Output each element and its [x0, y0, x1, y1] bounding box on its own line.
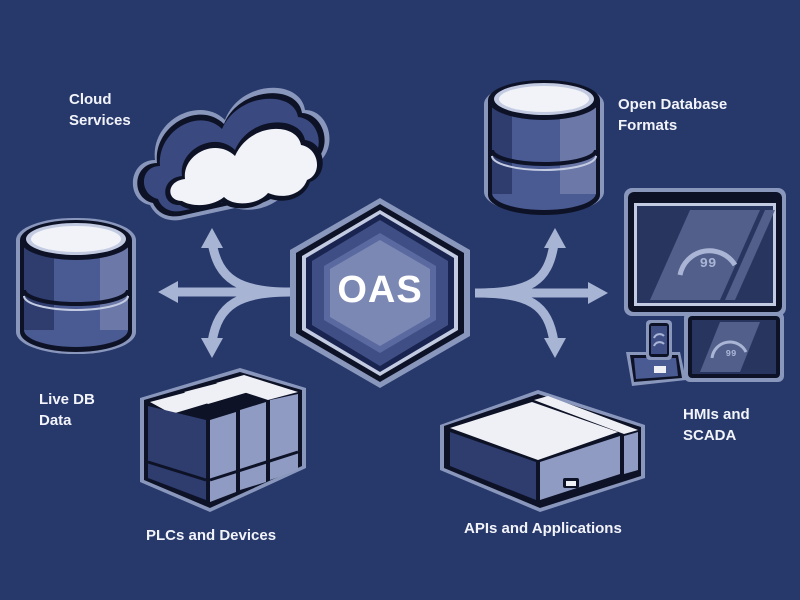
label-line: Cloud — [69, 91, 112, 108]
plc-rack-icon — [140, 368, 306, 512]
label-open-database-formats: Open Database Formats — [618, 94, 727, 136]
arrowhead-down-left — [201, 338, 223, 358]
cloud-icon — [132, 87, 330, 221]
label-live-db-data: Live DB Data — [39, 389, 95, 431]
label-hmis-scada: HMIs and SCADA — [683, 404, 750, 446]
label-cloud-services: Cloud Services — [69, 89, 131, 131]
database-icon-live-db — [16, 218, 136, 354]
hmi-tablet-gauge-value: 99 — [726, 349, 737, 359]
arrow-left-down — [207, 287, 291, 343]
arrowheads-right — [544, 228, 608, 358]
hub-label: OAS — [337, 269, 423, 311]
label-line: APIs and Applications — [464, 520, 622, 537]
arrow-left-up — [207, 241, 291, 297]
label-plcs-devices: PLCs and Devices — [146, 525, 276, 546]
label-line: SCADA — [683, 427, 737, 444]
label-line: Services — [69, 112, 131, 129]
hexagon-hub-icon — [290, 198, 470, 388]
arrow-right-down — [474, 288, 559, 343]
hmi-gauge-value: 99 — [700, 256, 717, 272]
label-line: Open Database — [618, 96, 728, 113]
label-line: Data — [39, 412, 72, 429]
arrowhead-right — [588, 282, 608, 304]
arrowheads-left — [158, 228, 223, 358]
arrows-left — [172, 241, 291, 343]
database-icon-open-formats — [484, 80, 604, 215]
arrowhead-up-right — [544, 228, 566, 248]
label-line: Formats — [618, 117, 678, 134]
hmi-screens-icon: 99 99 — [624, 188, 786, 386]
server-box-icon — [440, 390, 645, 512]
label-line: HMIs and — [683, 406, 750, 423]
label-line: PLCs and Devices — [146, 527, 277, 544]
arrowhead-left — [158, 281, 178, 303]
arrow-right-up — [474, 243, 559, 298]
label-apis-applications: APIs and Applications — [464, 518, 622, 539]
arrowhead-down-right — [544, 338, 566, 358]
arrowhead-up-left — [201, 228, 223, 248]
arrows-right — [474, 243, 593, 343]
label-line: Live DB — [39, 391, 95, 408]
hmi-gauge-arc — [677, 248, 738, 276]
